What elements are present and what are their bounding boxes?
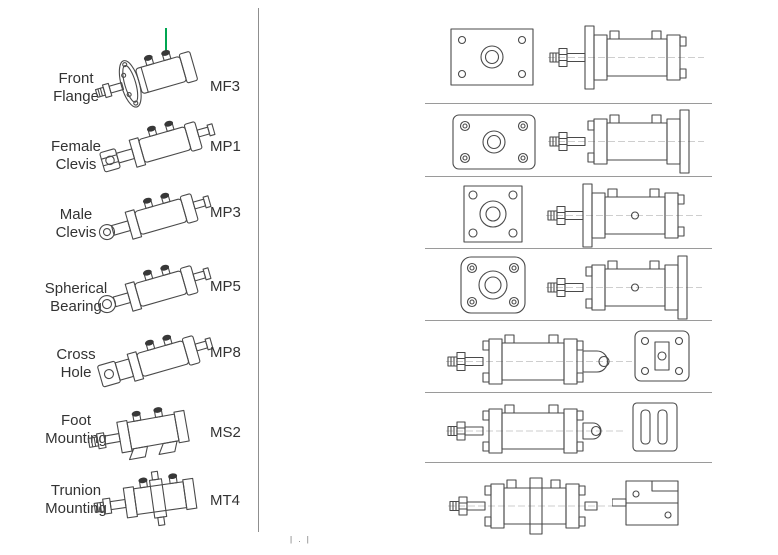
mount-label-spherical-bearing: Spherical Bearing <box>28 280 124 316</box>
cylinder-trunnion-side-view <box>448 477 614 535</box>
female-clevis-iso-drawing <box>99 120 216 173</box>
mount-label-male-clevis: Male Clevis <box>28 206 124 242</box>
rectangular-flange-front-view <box>450 28 534 86</box>
mount-code-mp8: MP8 <box>210 344 241 361</box>
mount-label-line: Spherical <box>44 280 108 297</box>
cylinder-rear-square-flange-side-view <box>546 255 702 320</box>
cylinder-rear-clevis-side-view <box>446 334 632 385</box>
mount-code-mp3: MP3 <box>210 204 241 221</box>
row-separator-line <box>425 248 712 249</box>
cylinder-rear-eye-side-view <box>446 404 624 454</box>
mount-code-mf3: MF3 <box>210 78 240 95</box>
cylinder-rear-rect-flange-side-view <box>548 109 704 174</box>
foot-mounting-iso-drawing <box>87 407 190 461</box>
mount-label-line: Mounting <box>45 430 107 447</box>
mount-label-female-clevis: Female Clevis <box>28 138 124 174</box>
row-separator-line <box>425 320 712 321</box>
trunnion-block-view <box>612 480 679 526</box>
mount-code-mt4: MT4 <box>210 492 240 509</box>
mount-label-line: Hole <box>60 364 92 381</box>
male-clevis-iso-drawing <box>98 192 212 241</box>
rounded-rect-flange-front-view <box>452 114 536 170</box>
mount-label-line: Clevis <box>55 224 97 241</box>
accent-tick-mark <box>165 28 167 52</box>
mount-label-line: Mounting <box>45 500 107 517</box>
mount-label-cross-hole: Cross Hole <box>28 346 124 382</box>
cross-hole-iso-drawing <box>97 334 214 388</box>
clevis-bracket-front-view <box>634 330 690 382</box>
mount-label-line: Flange <box>53 88 99 105</box>
mount-label-line: Cross <box>56 346 96 363</box>
mount-label-trunion-mounting: Trunion Mounting <box>28 482 124 518</box>
mount-label-line: Foot <box>60 412 91 429</box>
slotted-plate-front-view <box>632 402 678 452</box>
front-flange-iso-drawing <box>94 49 198 108</box>
mount-label-line: Clevis <box>55 156 97 173</box>
row-separator-line <box>425 176 712 177</box>
mount-code-mp1: MP1 <box>210 138 241 155</box>
mount-code-mp5: MP5 <box>210 278 241 295</box>
mount-label-line: Front <box>58 70 94 87</box>
mount-label-line: Female <box>50 138 102 155</box>
cylinder-front-square-flange-side-view <box>546 183 702 248</box>
row-separator-line <box>425 462 712 463</box>
mount-code-ms2: MS2 <box>210 424 241 441</box>
mount-label-line: Male <box>59 206 93 223</box>
mount-label-foot-mounting: Foot Mounting <box>28 412 124 448</box>
spherical-bearing-iso-drawing <box>97 264 212 314</box>
panel-divider-line <box>258 8 259 532</box>
mount-label-line: Trunion <box>50 482 102 499</box>
row-separator-line <box>425 392 712 393</box>
mount-label-line: Bearing <box>50 298 102 315</box>
mount-label-front-flange: Front Flange <box>28 70 124 106</box>
rounded-square-flange-front-view <box>460 256 526 314</box>
row-separator-line <box>425 103 712 104</box>
square-flange-front-view <box>463 185 523 243</box>
footer-marks: | . | <box>290 535 311 544</box>
trunion-mounting-iso-drawing <box>93 470 198 527</box>
cylinder-front-rect-flange-side-view <box>548 25 704 90</box>
